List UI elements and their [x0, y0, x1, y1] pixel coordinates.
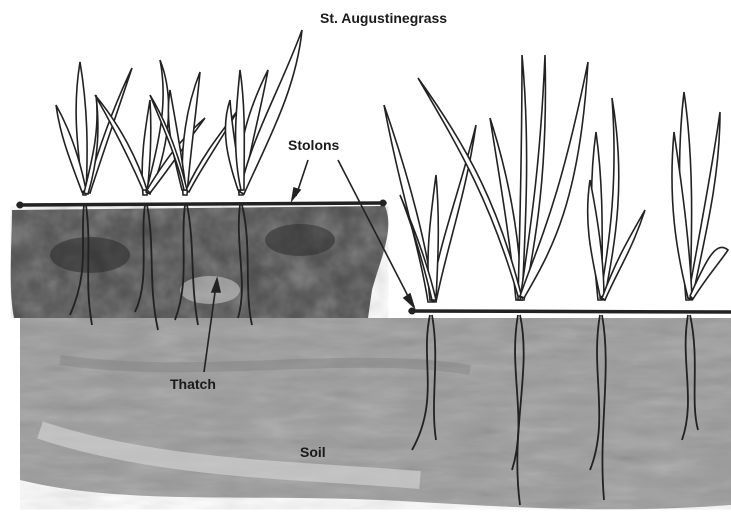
thatch-layer [11, 206, 389, 318]
grass-plants-soil [384, 55, 728, 302]
grass-plants-thatch [56, 30, 302, 195]
thatch-label: Thatch [170, 376, 216, 392]
stolons-label: Stolons [288, 137, 339, 153]
soil-label: Soil [300, 444, 326, 460]
soil-layer [20, 318, 731, 509]
stolon-lower [409, 308, 731, 315]
diagram-title: St. Augustinegrass [320, 10, 447, 26]
